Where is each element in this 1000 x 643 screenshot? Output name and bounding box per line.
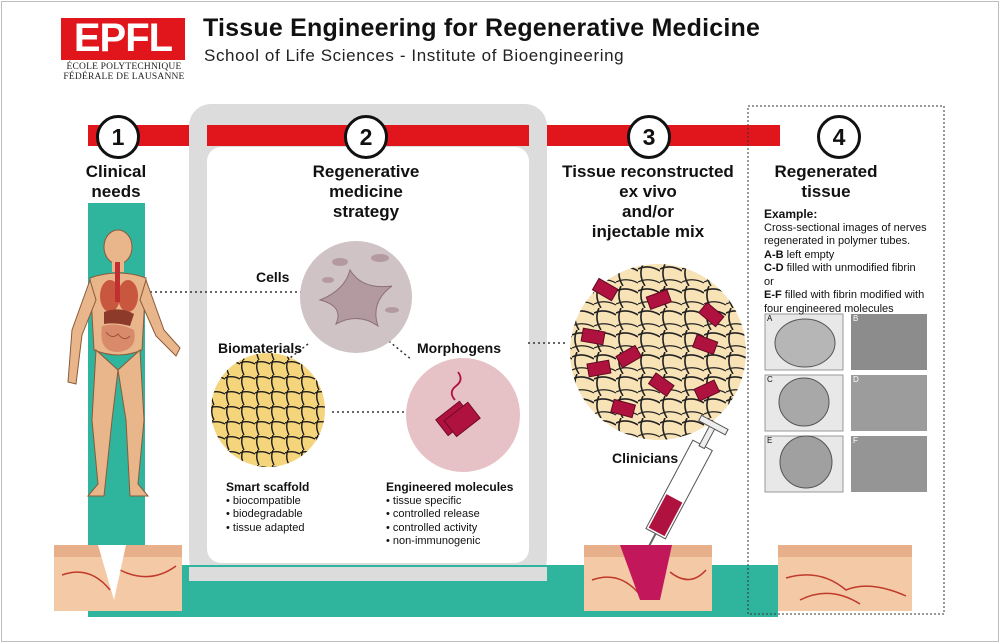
example-line-ef: E-F filled with fibrin modified with fou… (764, 289, 942, 316)
step-number-1: 1 (96, 115, 140, 159)
step-3-line: ex vivo (619, 182, 677, 201)
example-line-cd: C-D filled with unmodified fibrin (764, 262, 942, 276)
logo-line-1: ÉCOLE POLYTECHNIQUE (66, 62, 182, 72)
page-title: Tissue Engineering for Regenerative Medi… (203, 14, 761, 42)
cells-label: Cells (256, 269, 290, 285)
micrograph-grid (764, 313, 927, 493)
step-number-3: 3 (627, 115, 671, 159)
scaffold-feature: biodegradable (226, 508, 376, 522)
panel-letter: C (767, 375, 773, 384)
morphogens-label: Morphogens (417, 340, 501, 356)
panel-letter: E (767, 436, 773, 445)
panel-letter: F (853, 436, 858, 445)
example-heading: Example: (764, 207, 818, 221)
page-subtitle: School of Life Sciences - Institute of B… (204, 46, 625, 65)
molecule-feature: controlled release (386, 508, 536, 522)
molecule-feature: non-immunogenic (386, 535, 536, 549)
scaffold-feature: biocompatible (226, 495, 376, 509)
example-line-ab: A-B left empty (764, 249, 942, 263)
morphogen-image (406, 358, 520, 472)
panel-letter: B (853, 314, 859, 323)
epfl-logo-subtitle: ÉCOLE POLYTECHNIQUE FÉDÉRALE DE LAUSANNE (61, 62, 187, 82)
key-ef: E-F (764, 289, 782, 301)
epfl-logo-block (61, 18, 185, 60)
scaffold-image (211, 353, 325, 467)
panel-letter: D (853, 375, 859, 384)
biomaterials-label: Biomaterials (218, 340, 303, 356)
tissue-block-3 (584, 545, 712, 611)
syringe-image (642, 414, 729, 558)
step-3-line: injectable mix (591, 222, 705, 241)
text-cd: filled with unmodified fibrin (786, 262, 916, 274)
panel-letter: A (767, 314, 773, 323)
step-3-line: Tissue reconstructed (562, 162, 734, 181)
clinicians-label: Clinicians (612, 450, 679, 466)
scaffold-feature: tissue adapted (226, 522, 376, 536)
step-number-2: 2 (344, 115, 388, 159)
molecule-feature: tissue specific (386, 495, 536, 509)
step-number-4: 4 (817, 115, 861, 159)
injectable-mix-image (570, 264, 746, 440)
tissue-block-1 (54, 545, 182, 611)
text-ef: filled with fibrin modified with four en… (764, 289, 925, 315)
cells-image (300, 241, 412, 353)
step-3-heading: Tissue reconstructed ex vivo and/or inje… (552, 162, 744, 242)
smart-scaffold-block: Smart scaffold biocompatible biodegradab… (226, 480, 376, 536)
step-4-heading: Regenerated tissue (768, 162, 884, 202)
example-panel-border (747, 105, 945, 615)
logo-line-2: FÉDÉRALE DE LAUSANNE (63, 72, 185, 82)
example-intro: Cross-sectional images of nerves regener… (764, 221, 927, 248)
step-4-line: Regenerated (774, 162, 878, 181)
engineered-molecules-block: Engineered molecules tissue specific con… (386, 480, 536, 549)
step-2-line: strategy (332, 202, 400, 221)
smart-scaffold-title: Smart scaffold (226, 480, 310, 494)
step-4-line: tissue (801, 182, 851, 201)
epfl-logo-mark: EPFL (73, 16, 173, 60)
molecule-feature: controlled activity (386, 522, 536, 536)
step-2-line: medicine (329, 182, 403, 201)
step-1-heading: Clinical needs (60, 162, 172, 202)
step-2-line: Regenerative (312, 162, 420, 181)
key-cd: C-D (764, 262, 784, 274)
example-block: Example: Cross-sectional images of nerve… (764, 207, 942, 316)
tissue-block-4 (778, 545, 912, 611)
engineered-molecules-title: Engineered molecules (386, 480, 514, 494)
step-1-line: Clinical (85, 162, 147, 181)
step-1-line: needs (91, 182, 141, 201)
example-or: or (764, 275, 774, 288)
text-ab: left empty (786, 248, 835, 261)
step-2-heading: Regenerative medicine strategy (280, 162, 452, 222)
key-ab: A-B (764, 248, 784, 261)
human-figure (67, 229, 181, 497)
step-3-line: and/or (622, 202, 674, 221)
